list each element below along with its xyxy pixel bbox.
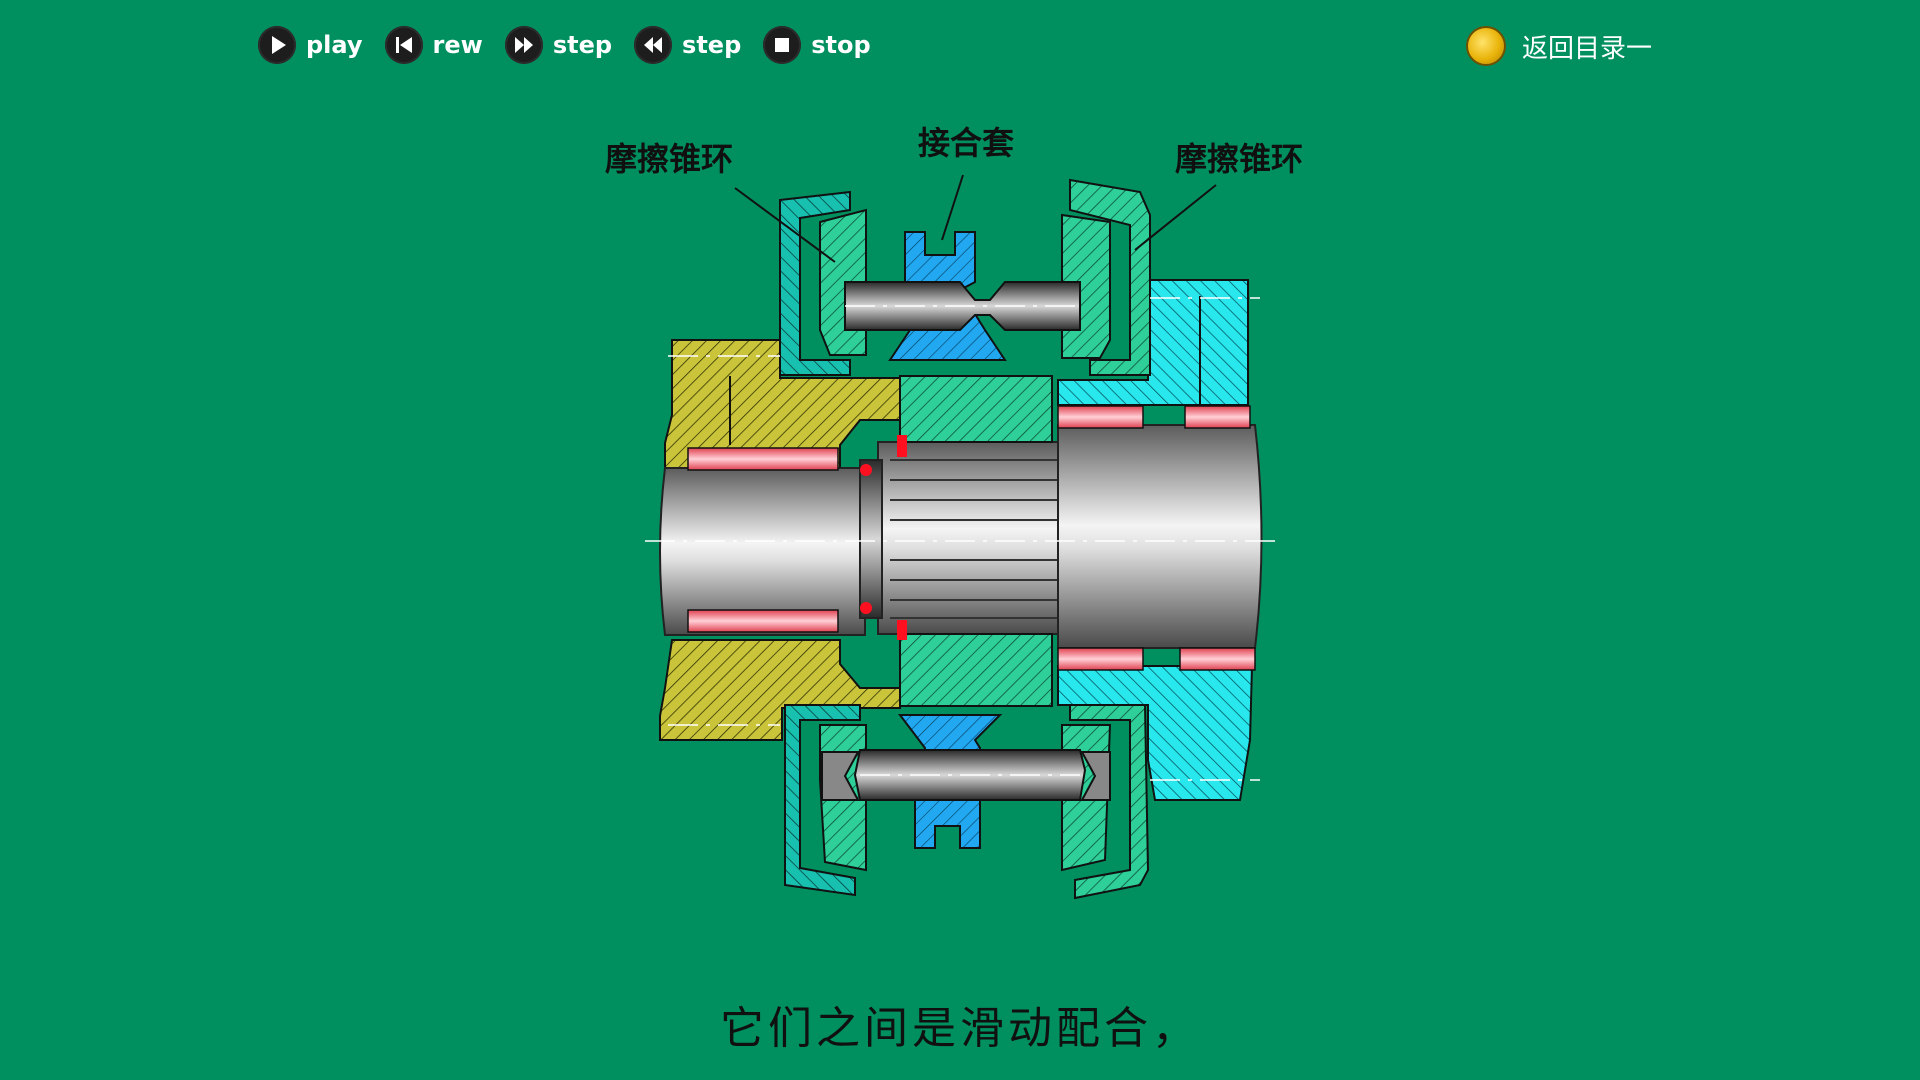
step-back-label: step xyxy=(682,31,742,59)
stop-button[interactable]: stop xyxy=(763,26,871,64)
right-shaft xyxy=(1057,424,1263,649)
needle-bearings xyxy=(687,405,1256,671)
right-gear xyxy=(1057,279,1254,801)
leader-lines xyxy=(734,174,1217,263)
sleeve-label: 接合套 xyxy=(918,124,1015,162)
left-cone-ring-label: 摩擦锥环 xyxy=(605,140,734,178)
hub-body xyxy=(899,375,1053,707)
spline-hub xyxy=(859,441,1059,635)
step-forward-button[interactable]: step xyxy=(504,26,613,64)
step-back-button[interactable]: step xyxy=(634,26,741,64)
stop-label: stop xyxy=(811,31,871,59)
center-lines xyxy=(645,297,1280,781)
rewind-to-start-icon xyxy=(384,26,423,64)
play-label: play xyxy=(306,31,363,59)
stop-icon xyxy=(763,26,802,64)
back-to-contents-link[interactable]: 返回目录一 xyxy=(1466,26,1652,66)
animation-toolbar: play rew step step stop xyxy=(258,24,893,66)
rewind-label: rew xyxy=(432,31,483,59)
play-button[interactable]: play xyxy=(258,26,363,64)
left-shaft xyxy=(659,467,866,636)
step-forward-icon xyxy=(504,26,543,64)
narration-caption: 它们之间是滑动配合， xyxy=(720,1003,1200,1054)
gold-coin-icon xyxy=(1466,26,1506,66)
rewind-button[interactable]: rew xyxy=(384,26,483,64)
back-to-contents-label: 返回目录一 xyxy=(1522,33,1653,64)
right-cone-ring-label: 摩擦锥环 xyxy=(1175,140,1304,178)
step-forward-label: step xyxy=(552,31,613,59)
step-back-icon xyxy=(634,26,673,64)
play-icon xyxy=(258,26,296,64)
